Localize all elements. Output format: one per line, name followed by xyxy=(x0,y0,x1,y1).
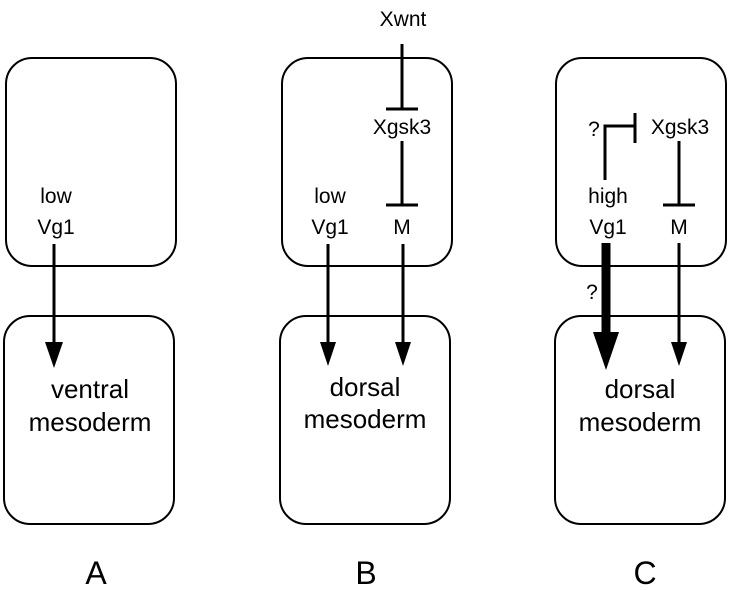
panel-b-top-box xyxy=(281,57,453,267)
panel-c-m: M xyxy=(670,216,688,239)
panel-c-top-box xyxy=(555,57,727,267)
panel-a-vg1-level: low xyxy=(40,185,72,208)
panel-c-bottom-box xyxy=(554,315,726,525)
panel-c: ? Xgsk3 high Vg1 M ? dorsal mesoderm C xyxy=(554,57,727,590)
panel-c-vg1-level: high xyxy=(588,185,628,208)
panel-b-xwnt: Xwnt xyxy=(380,8,427,31)
panel-c-xgsk3: Xgsk3 xyxy=(651,116,709,139)
panel-b-outcome-line2: mesoderm xyxy=(304,404,427,434)
panel-c-question-inhibit: ? xyxy=(588,118,600,141)
panel-c-outcome-line1: dorsal xyxy=(605,374,676,404)
panel-c-vg1: Vg1 xyxy=(589,216,626,239)
panel-b-m: M xyxy=(393,216,411,239)
panel-b-vg1-arrowhead xyxy=(320,342,336,366)
panel-c-m-arrowhead xyxy=(671,342,687,366)
panel-b-vg1: Vg1 xyxy=(311,216,348,239)
panel-a-vg1: Vg1 xyxy=(37,216,74,239)
panel-c-arrow-question: ? xyxy=(586,281,598,304)
panel-a: low Vg1 ventral mesoderm A xyxy=(3,57,177,590)
panel-b-m-arrowhead xyxy=(395,342,411,366)
panel-b: Xwnt Xgsk3 low Vg1 M dorsal mesoderm B xyxy=(279,8,453,590)
panel-b-vg1-level: low xyxy=(314,185,346,208)
panel-a-label: A xyxy=(85,555,107,590)
panel-a-outcome-line2: mesoderm xyxy=(29,407,152,437)
panel-b-label: B xyxy=(355,555,376,590)
panel-c-vg1-thick-arrowhead xyxy=(593,332,619,370)
panel-a-bottom-box xyxy=(3,315,175,525)
panel-b-outcome-line1: dorsal xyxy=(330,372,401,402)
panel-a-outcome-line1: ventral xyxy=(51,374,129,404)
panel-c-label: C xyxy=(633,555,656,590)
panel-b-bottom-box xyxy=(279,315,451,525)
panel-c-vg1-inhibit-line xyxy=(603,124,635,180)
panel-a-vg1-arrowhead xyxy=(45,342,63,368)
panel-b-xgsk3: Xgsk3 xyxy=(373,116,431,139)
panel-c-outcome-line2: mesoderm xyxy=(579,407,702,437)
panel-a-top-box xyxy=(5,57,177,267)
